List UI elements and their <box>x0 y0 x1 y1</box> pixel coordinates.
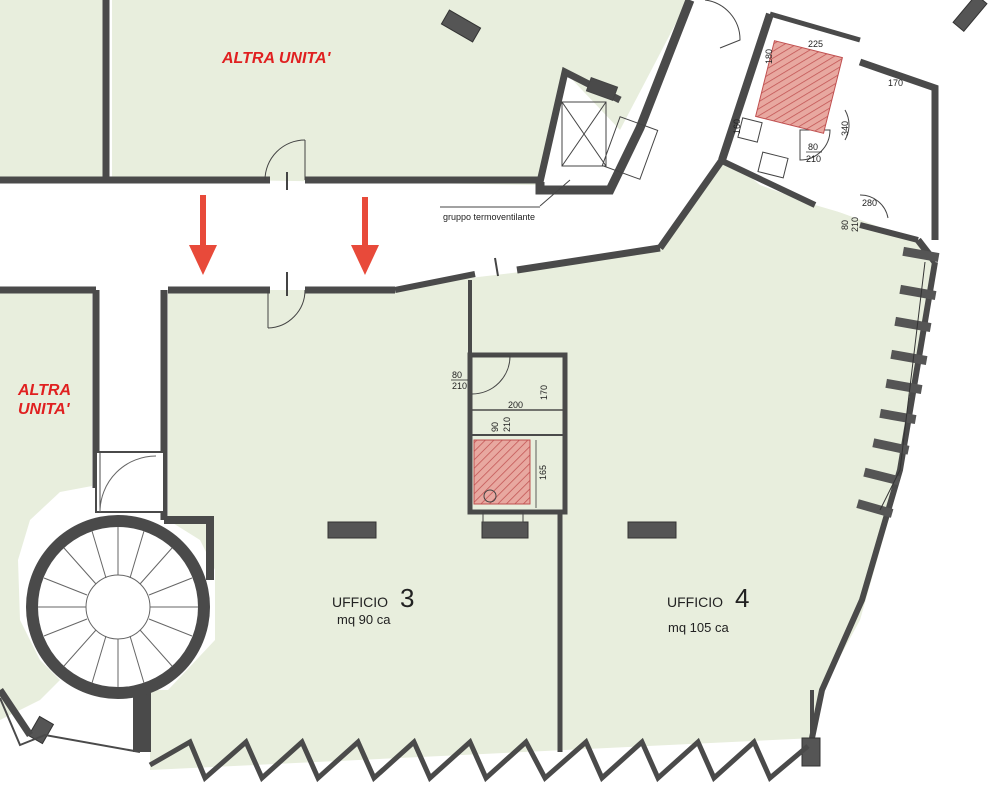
area-other-unit-left <box>0 290 92 720</box>
window-mullions <box>856 246 940 518</box>
dim-225: 225 <box>808 39 823 49</box>
office3-number: 3 <box>400 583 414 613</box>
dim-180: 180 <box>764 49 774 64</box>
dim-170-bath: 170 <box>888 78 903 88</box>
sanitary-fixtures <box>482 117 789 523</box>
dim-80-bath: 80 <box>808 142 818 152</box>
arrow-down-icon <box>351 197 379 275</box>
area-other-unit-top <box>112 0 688 185</box>
dim-165: 165 <box>538 465 548 480</box>
office3-area: mq 90 ca <box>337 612 391 627</box>
hvac-label: gruppo termoventilante <box>443 212 535 222</box>
dim-90: 90 <box>490 422 500 432</box>
label-other-unit-left-2: UNITA' <box>18 401 71 418</box>
dim-160: 160 <box>732 119 742 134</box>
dim-170-core: 170 <box>539 385 549 400</box>
dim-210-core-b: 210 <box>502 417 512 432</box>
dim-340: 340 <box>840 121 850 136</box>
door-swing-icon <box>264 0 889 395</box>
office4-word: UFFICIO <box>667 594 723 610</box>
pillars <box>27 0 988 767</box>
wc-fixture-top-right <box>754 40 844 134</box>
office4-number: 4 <box>735 583 749 613</box>
dim-210-core: 210 <box>452 381 467 391</box>
dim-210-bath: 210 <box>806 154 821 164</box>
office4-area: mq 105 ca <box>668 620 729 635</box>
arrow-down-icon <box>189 195 217 275</box>
spiral-stair-icon <box>26 451 210 699</box>
hvac-unit <box>440 76 659 208</box>
label-other-unit-left-1: ALTRA <box>17 382 71 399</box>
office3-word: UFFICIO <box>332 594 388 610</box>
dim-210-door: 210 <box>850 217 860 232</box>
dim-280: 280 <box>862 198 877 208</box>
dim-80-core: 80 <box>452 370 462 380</box>
wc-fixture-center <box>473 439 531 505</box>
dim-80-door: 80 <box>840 220 850 230</box>
area-other-unit-left-top <box>0 0 106 178</box>
area-offices <box>150 160 935 770</box>
label-other-unit-top: ALTRA UNITA' <box>221 50 332 67</box>
dim-200: 200 <box>508 400 523 410</box>
facade-sawtooth-bottom <box>148 737 810 783</box>
